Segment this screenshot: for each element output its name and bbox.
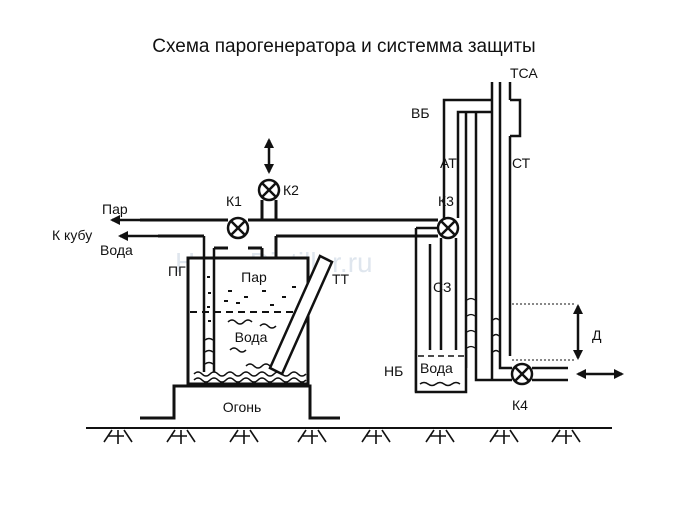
thermo-tube <box>268 254 334 376</box>
tt-label: ТТ <box>332 271 350 287</box>
tube-water-marks <box>466 297 500 353</box>
k2-label: К2 <box>283 182 299 198</box>
k4-label: К4 <box>512 397 528 413</box>
steam-pipe <box>140 200 438 258</box>
st-label: СТ <box>512 155 531 171</box>
valve-k2-icon[interactable] <box>257 178 281 202</box>
k1-label: К1 <box>226 193 242 209</box>
at-label: АТ <box>440 155 457 171</box>
lower-reservoir <box>414 350 468 394</box>
water-out-label: Вода <box>100 242 133 258</box>
vb-label: ВБ <box>411 105 430 121</box>
water-pg-label: Вода <box>235 329 268 345</box>
valve-k3-icon[interactable] <box>436 216 460 240</box>
to-kube-label: К кубу <box>52 227 92 243</box>
furnace-base <box>140 384 340 420</box>
pg-label: ПГ <box>168 263 186 279</box>
valve-k4-icon[interactable] <box>510 362 534 386</box>
k3-label: К3 <box>438 193 454 209</box>
ground <box>86 427 612 444</box>
diagram-title: Схема парогенератора и систeмма защиты <box>152 36 535 57</box>
pg-inner-pipe-dots <box>207 276 211 322</box>
water-nb-label: Вода <box>420 360 453 376</box>
steam-out-label: Пар <box>102 201 128 217</box>
pg-inner-pipe <box>202 236 216 372</box>
nb-label: НБ <box>384 363 403 379</box>
d-label: Д <box>592 327 602 343</box>
fire-label: Огонь <box>223 399 262 415</box>
steam-inside-label: Пар <box>241 269 267 285</box>
tsa-label: ТСА <box>510 65 538 81</box>
sz-label: СЗ <box>433 279 451 295</box>
valve-k1-icon[interactable] <box>226 216 250 240</box>
protection-tubes <box>414 82 568 392</box>
